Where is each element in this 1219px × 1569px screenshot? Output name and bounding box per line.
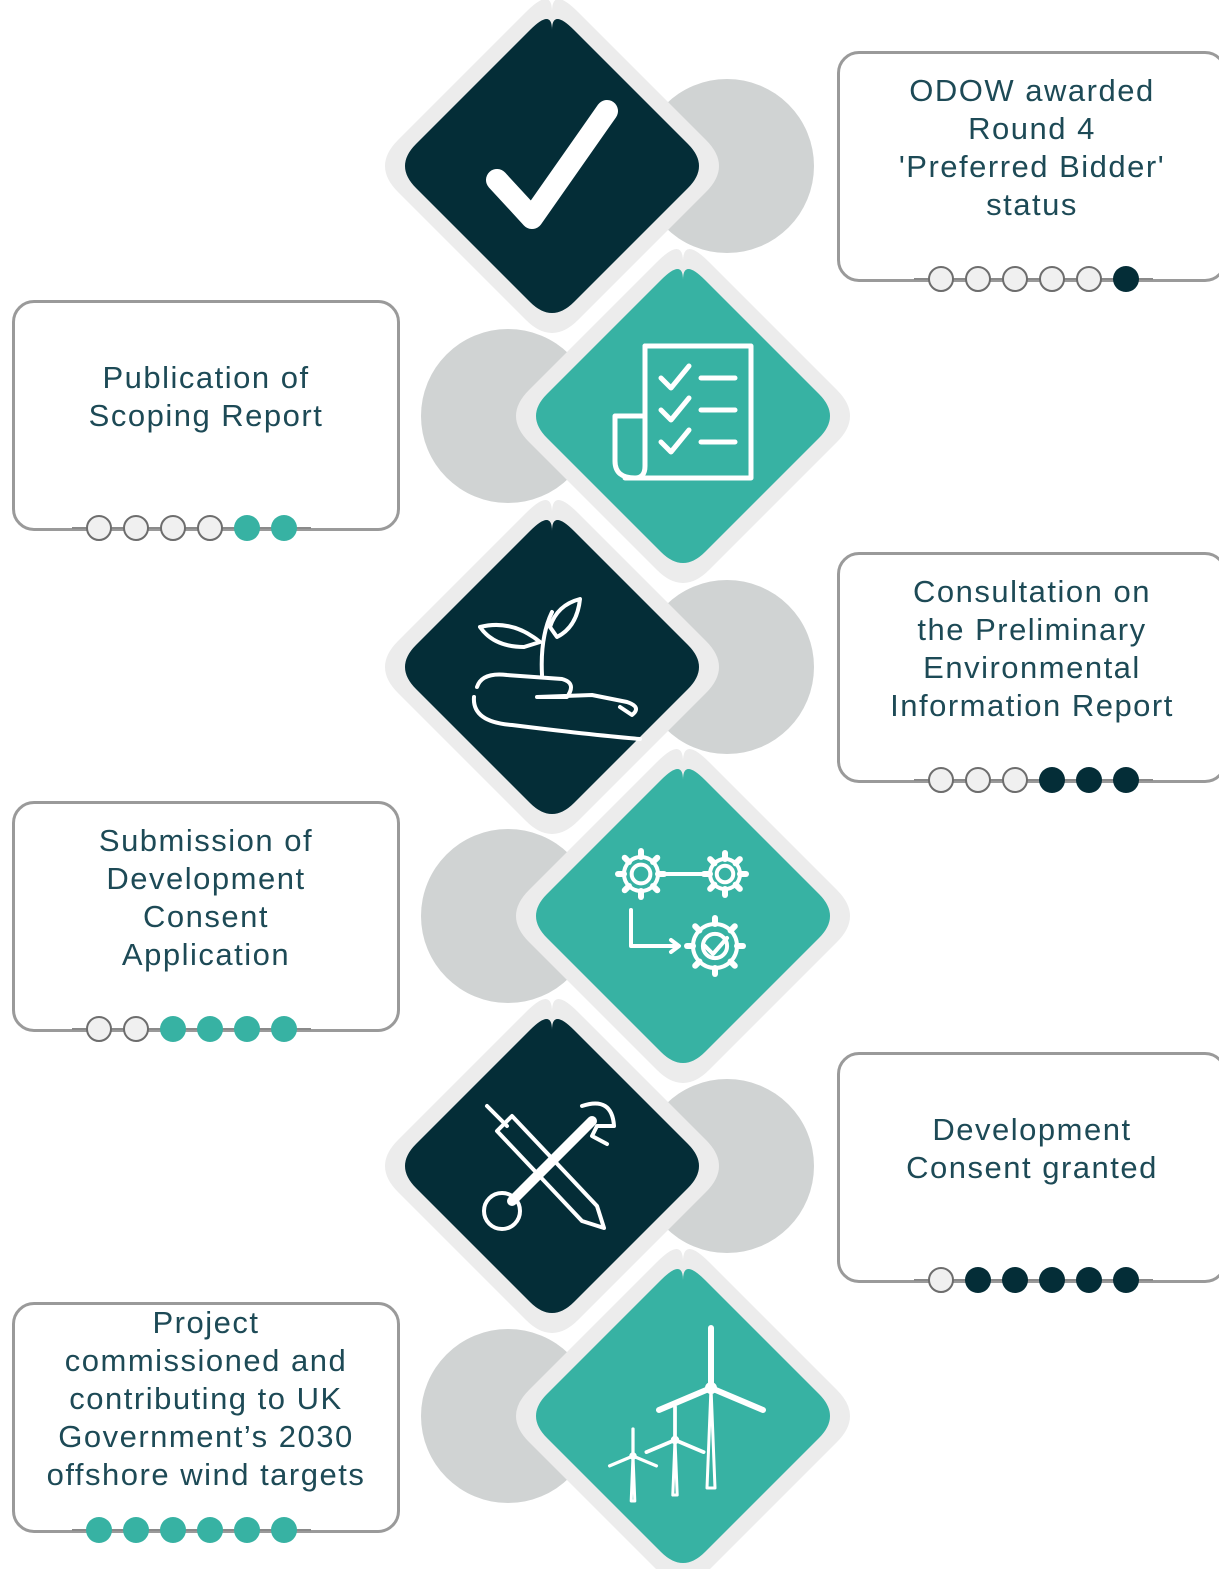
dots-connector-line (72, 1028, 311, 1030)
gears-process-icon (615, 848, 749, 977)
step-diamond-4 (536, 769, 830, 1063)
checklist-document-icon (612, 343, 754, 481)
step-box-5: Development Consent granted (837, 1052, 1219, 1293)
progress-dots (15, 1016, 397, 1042)
progress-dot-filled (271, 1016, 297, 1042)
progress-dot-filled (234, 515, 260, 541)
progress-dot-filled (234, 1517, 260, 1543)
progress-dot-empty (965, 767, 991, 793)
step-box-6: Project commissioned and contributing to… (12, 1302, 400, 1543)
progress-dot-empty (928, 1267, 954, 1293)
progress-dot-filled (1113, 767, 1139, 793)
dots-connector-line (72, 1529, 311, 1531)
progress-dot-filled (271, 1517, 297, 1543)
progress-dot-filled (197, 1016, 223, 1042)
plant-in-hand-icon (471, 597, 642, 741)
dots-connector-line (914, 779, 1153, 781)
step-diamond-1 (405, 19, 699, 313)
step-text: Consultation on the Preliminary Environm… (890, 573, 1174, 723)
step-box-1: ODOW awarded Round 4 'Preferred Bidder' … (837, 51, 1219, 292)
step-text: Development Consent granted (906, 1111, 1158, 1185)
progress-dot-filled (1113, 266, 1139, 292)
progress-dot-filled (86, 1517, 112, 1543)
progress-dot-filled (1076, 1267, 1102, 1293)
checkmark-icon (486, 100, 618, 229)
step-diamond-2 (536, 269, 830, 563)
progress-dots (840, 767, 1219, 793)
progress-dot-filled (160, 1517, 186, 1543)
wind-turbines-icon (607, 1325, 766, 1503)
step-text: ODOW awarded Round 4 'Preferred Bidder' … (898, 72, 1166, 222)
progress-dot-empty (197, 515, 223, 541)
progress-dot-filled (965, 1267, 991, 1293)
progress-dot-filled (160, 1016, 186, 1042)
progress-dot-filled (123, 1517, 149, 1543)
tools-icon (482, 1101, 616, 1231)
progress-dot-filled (234, 1016, 260, 1042)
progress-dot-filled (1039, 1267, 1065, 1293)
progress-dots (15, 1517, 397, 1543)
progress-dot-empty (123, 515, 149, 541)
progress-dots (840, 266, 1219, 292)
progress-dot-empty (160, 515, 186, 541)
progress-dot-empty (928, 767, 954, 793)
step-text: Project commissioned and contributing to… (46, 1304, 366, 1492)
dots-connector-line (914, 278, 1153, 280)
progress-dot-filled (1113, 1267, 1139, 1293)
progress-dot-empty (123, 1016, 149, 1042)
progress-dot-empty (1002, 266, 1028, 292)
progress-dot-filled (1002, 1267, 1028, 1293)
progress-dot-empty (1039, 266, 1065, 292)
step-diamond-3 (405, 520, 699, 814)
progress-dot-filled (1076, 767, 1102, 793)
step-diamond-6 (536, 1269, 830, 1563)
progress-dots (15, 515, 397, 541)
step-box-3: Consultation on the Preliminary Environm… (837, 552, 1219, 793)
progress-dot-empty (1002, 767, 1028, 793)
progress-dot-filled (197, 1517, 223, 1543)
progress-dot-filled (1039, 767, 1065, 793)
progress-dot-empty (1076, 266, 1102, 292)
progress-dot-empty (86, 1016, 112, 1042)
dots-connector-line (72, 527, 311, 529)
step-text: Publication of Scoping Report (88, 359, 324, 433)
step-box-2: Publication of Scoping Report (12, 300, 400, 541)
progress-dot-filled (271, 515, 297, 541)
progress-dot-empty (86, 515, 112, 541)
progress-dot-empty (928, 266, 954, 292)
dots-connector-line (914, 1279, 1153, 1281)
step-box-4: Submission of Development Consent Applic… (12, 801, 400, 1042)
progress-dots (840, 1267, 1219, 1293)
progress-dot-empty (965, 266, 991, 292)
step-text: Submission of Development Consent Applic… (98, 822, 314, 972)
